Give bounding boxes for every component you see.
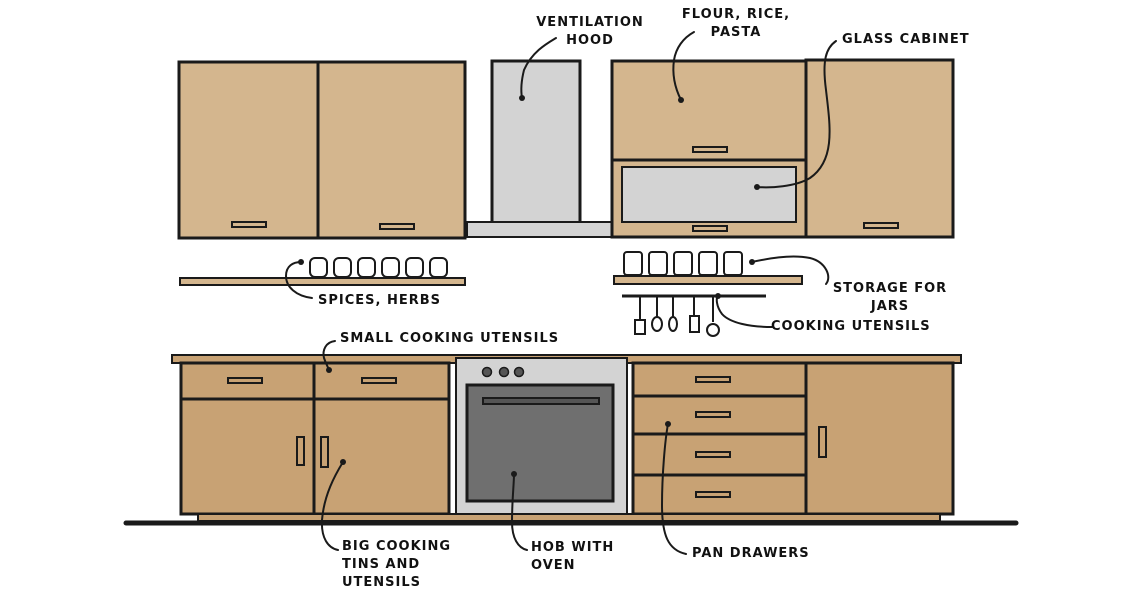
lower-right-door (804, 361, 955, 516)
lower-left-cabinets (179, 361, 451, 516)
leader-dot (326, 367, 332, 373)
jar-shelf (613, 251, 803, 337)
big-cooking-tins-door (312, 397, 451, 516)
label-spices-herbs: SPICES, HERBS (318, 293, 442, 308)
storage-jar (648, 251, 668, 276)
cabinet-handle (692, 225, 728, 232)
leader-hob-with-oven (510, 473, 528, 551)
leader-dot (511, 471, 517, 477)
cabinet-handle (695, 451, 731, 458)
storage-jar (698, 251, 718, 276)
leader-dot (298, 259, 304, 265)
label-hob-with-oven: HOB WITH OVEN (531, 540, 615, 573)
spice-shelf (179, 257, 466, 286)
leader-ventilation-hood (520, 37, 557, 99)
label-pan-drawers: PAN DRAWERS (692, 546, 810, 561)
oven-knob (481, 366, 493, 378)
leader-dot (715, 293, 721, 299)
storage-jars (623, 251, 743, 276)
label-glass-cabinet: GLASS CABINET (842, 32, 970, 47)
glass-cabinet-pane (621, 166, 797, 223)
lower-left-door-1 (179, 397, 316, 516)
upper-right-cabinets (610, 58, 955, 239)
storage-jar (673, 251, 693, 276)
leader-dot (754, 184, 760, 190)
oven-handle (482, 397, 600, 405)
spice-jar (357, 257, 376, 278)
leader-big-cooking-tins (320, 461, 344, 551)
cabinet-handle (695, 411, 731, 418)
upper-right-end-cabinet (804, 58, 955, 239)
ventilation-hood (466, 59, 613, 238)
spoon-utensil (668, 316, 678, 332)
hanging-utensils (634, 296, 720, 337)
leader-flour-rice-pasta (672, 31, 695, 101)
upper-left-cabinet-door-2 (316, 60, 467, 240)
skimmer-utensil (706, 323, 720, 337)
label-flour-rice-pasta: FLOUR, RICE, PASTA (681, 7, 791, 40)
storage-jar (723, 251, 743, 276)
plinth-board (197, 513, 941, 522)
leader-dot (665, 421, 671, 427)
label-storage-for-jars: STORAGE FOR JARS (832, 281, 948, 314)
hood-base (466, 221, 613, 238)
leader-dot (678, 97, 684, 103)
cabinet-handle (692, 146, 728, 153)
door-handle (818, 426, 827, 458)
leader-glass-cabinet (756, 40, 837, 189)
pan-drawers (631, 361, 808, 516)
cabinet-handle (695, 491, 731, 498)
oven-knob (498, 366, 510, 378)
spatula-utensil (634, 319, 646, 335)
storage-jar (623, 251, 643, 276)
spice-jar (309, 257, 328, 278)
jar-shelf-board (613, 275, 803, 285)
hob-with-oven (455, 357, 628, 515)
cabinet-handle (231, 221, 267, 228)
cabinet-handle (227, 377, 263, 384)
turner-utensil (689, 315, 700, 333)
cabinet-handle (379, 223, 415, 230)
leader-dots (298, 95, 760, 477)
spice-jar (405, 257, 424, 278)
leader-dot (519, 95, 525, 101)
spice-jar (381, 257, 400, 278)
label-cooking-utensils: COOKING UTENSILS (771, 319, 931, 334)
spice-shelf-board (179, 277, 466, 286)
label-ventilation-hood: VENTILATION HOOD (536, 15, 644, 48)
cabinet-handle (863, 222, 899, 229)
label-small-cooking-utensils: SMALL COOKING UTENSILS (340, 331, 560, 346)
leader-spices-herbs (284, 261, 313, 299)
spice-jar (333, 257, 352, 278)
door-handle (320, 436, 329, 468)
leader-cooking-utensils (715, 295, 773, 328)
flour-rice-pasta-cabinet (610, 59, 808, 162)
cabinet-handle (361, 377, 397, 384)
lower-right-cabinet (804, 361, 955, 516)
door-handle (296, 436, 305, 466)
plinth (123, 513, 1019, 526)
leader-storage-jars (751, 255, 830, 285)
label-big-cooking-tins: BIG COOKING TINS AND UTENSILS (342, 539, 452, 590)
upper-left-cabinets (177, 60, 467, 240)
cabinet-handle (695, 376, 731, 383)
hood-chimney (490, 59, 582, 225)
leader-dot (340, 459, 346, 465)
leader-lines (284, 31, 837, 555)
leader-pan-drawers (660, 423, 687, 555)
leader-dot (749, 259, 755, 265)
oven-knob (513, 366, 525, 378)
spice-jars (309, 257, 448, 278)
spice-jar (429, 257, 448, 278)
ladle-utensil (651, 316, 663, 332)
upper-left-cabinet-door-1 (177, 60, 320, 240)
